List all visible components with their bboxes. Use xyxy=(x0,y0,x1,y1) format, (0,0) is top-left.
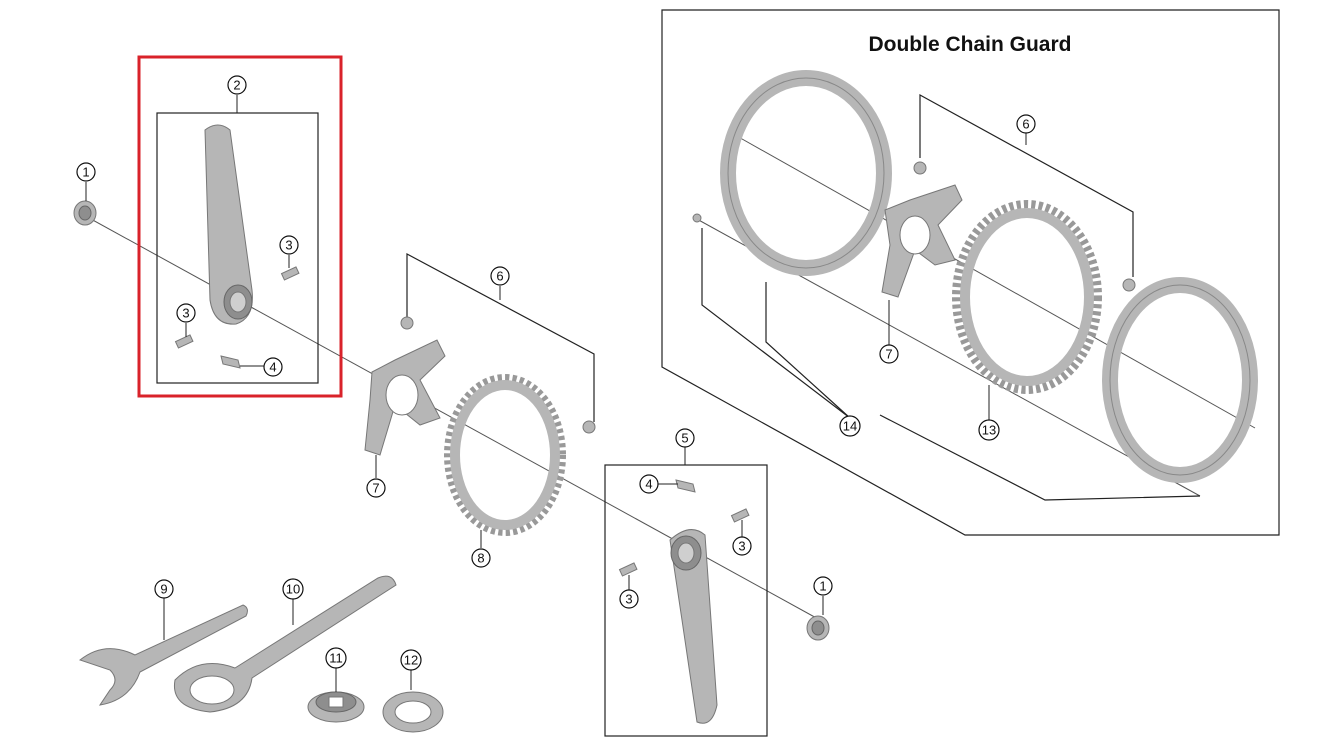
svg-text:3: 3 xyxy=(738,539,745,554)
group6-bracket-middle xyxy=(406,252,595,422)
chainring-bolt-guard-top xyxy=(913,161,927,175)
callout-1-right: 1 xyxy=(813,576,833,596)
chainring-middle xyxy=(444,374,566,536)
adapter-tool-11 xyxy=(307,691,365,723)
svg-text:12: 12 xyxy=(404,653,418,668)
callout-10: 10 xyxy=(282,578,304,600)
callout-6-middle: 6 xyxy=(490,266,510,286)
crank-arm-box-right xyxy=(604,464,768,737)
svg-text:9: 9 xyxy=(160,582,167,597)
group14-bracket-left xyxy=(701,228,851,419)
callout-9: 9 xyxy=(154,579,174,599)
crank-wrench-tool xyxy=(173,575,397,713)
callout-12: 12 xyxy=(400,649,422,671)
crank-cap-right xyxy=(806,615,830,641)
callout-7-middle: 7 xyxy=(366,478,386,498)
group6-bracket-guard xyxy=(919,93,1134,277)
group14-bracket-mid xyxy=(765,282,851,419)
callout-13: 13 xyxy=(978,419,1000,441)
chainring-bolt-guard-bottom xyxy=(1122,278,1136,292)
svg-text:10: 10 xyxy=(286,582,300,597)
chainring-bolt-middle-top xyxy=(400,316,414,330)
svg-text:3: 3 xyxy=(182,306,189,321)
svg-text:4: 4 xyxy=(269,360,276,375)
callout-3-right-upper: 3 xyxy=(732,536,752,556)
svg-text:1: 1 xyxy=(82,165,89,180)
guard-bolt-small xyxy=(692,213,702,223)
svg-text:4: 4 xyxy=(645,477,652,492)
svg-text:13: 13 xyxy=(982,423,996,438)
crank-cap-left xyxy=(73,200,97,226)
callout-8: 8 xyxy=(471,548,491,568)
svg-text:3: 3 xyxy=(285,238,292,253)
stopper-plate-right xyxy=(675,479,696,493)
svg-text:1: 1 xyxy=(819,579,826,594)
chain-guard-outer-ring xyxy=(720,70,892,276)
crank-bolt-left-upper xyxy=(280,266,300,281)
callout-2: 2 xyxy=(227,75,247,95)
callout-3-right-lower: 3 xyxy=(619,589,639,609)
callout-11: 11 xyxy=(325,647,347,669)
callout-6-guard: 6 xyxy=(1016,114,1036,134)
crank-bolt-right-lower xyxy=(618,562,638,577)
adapter-tool-12 xyxy=(382,691,444,733)
crank-bolt-left-lower xyxy=(174,334,194,349)
svg-text:11: 11 xyxy=(329,651,343,666)
callout-3-left-lower: 3 xyxy=(176,303,196,323)
guard-axis-upper xyxy=(734,134,1256,429)
chainring-bolt-middle-bottom xyxy=(582,420,596,434)
svg-text:7: 7 xyxy=(372,481,379,496)
double-chain-guard-panel xyxy=(661,9,1280,536)
callout-5: 5 xyxy=(675,428,695,448)
crank-bolt-right-upper xyxy=(730,508,750,523)
svg-text:14: 14 xyxy=(843,419,857,434)
spider-middle xyxy=(364,339,446,456)
group14-bracket-right xyxy=(879,414,1201,501)
bb-wrench-tool xyxy=(78,604,248,706)
chainring-guard xyxy=(952,200,1102,394)
double-chain-guard-title: Double Chain Guard xyxy=(868,33,1071,56)
svg-text:2: 2 xyxy=(233,78,240,93)
svg-text:6: 6 xyxy=(496,269,503,284)
svg-text:6: 6 xyxy=(1022,117,1029,132)
left-crank-arm xyxy=(204,124,253,325)
right-crank-arm xyxy=(669,529,718,724)
spider-guard xyxy=(881,184,963,298)
callout-4-right: 4 xyxy=(639,474,659,494)
callout-14: 14 xyxy=(839,415,861,437)
highlight-box xyxy=(137,55,343,398)
svg-text:7: 7 xyxy=(885,347,892,362)
svg-text:5: 5 xyxy=(681,431,688,446)
chain-guard-inner-ring xyxy=(1102,277,1258,483)
svg-text:8: 8 xyxy=(477,551,484,566)
callout-1-left: 1 xyxy=(76,162,96,182)
callout-3-left-upper: 3 xyxy=(279,235,299,255)
left-crank-axis xyxy=(79,212,821,621)
callout-7-guard: 7 xyxy=(879,344,899,364)
stopper-plate-left xyxy=(220,355,241,369)
svg-text:3: 3 xyxy=(625,592,632,607)
callout-4-left: 4 xyxy=(263,357,283,377)
